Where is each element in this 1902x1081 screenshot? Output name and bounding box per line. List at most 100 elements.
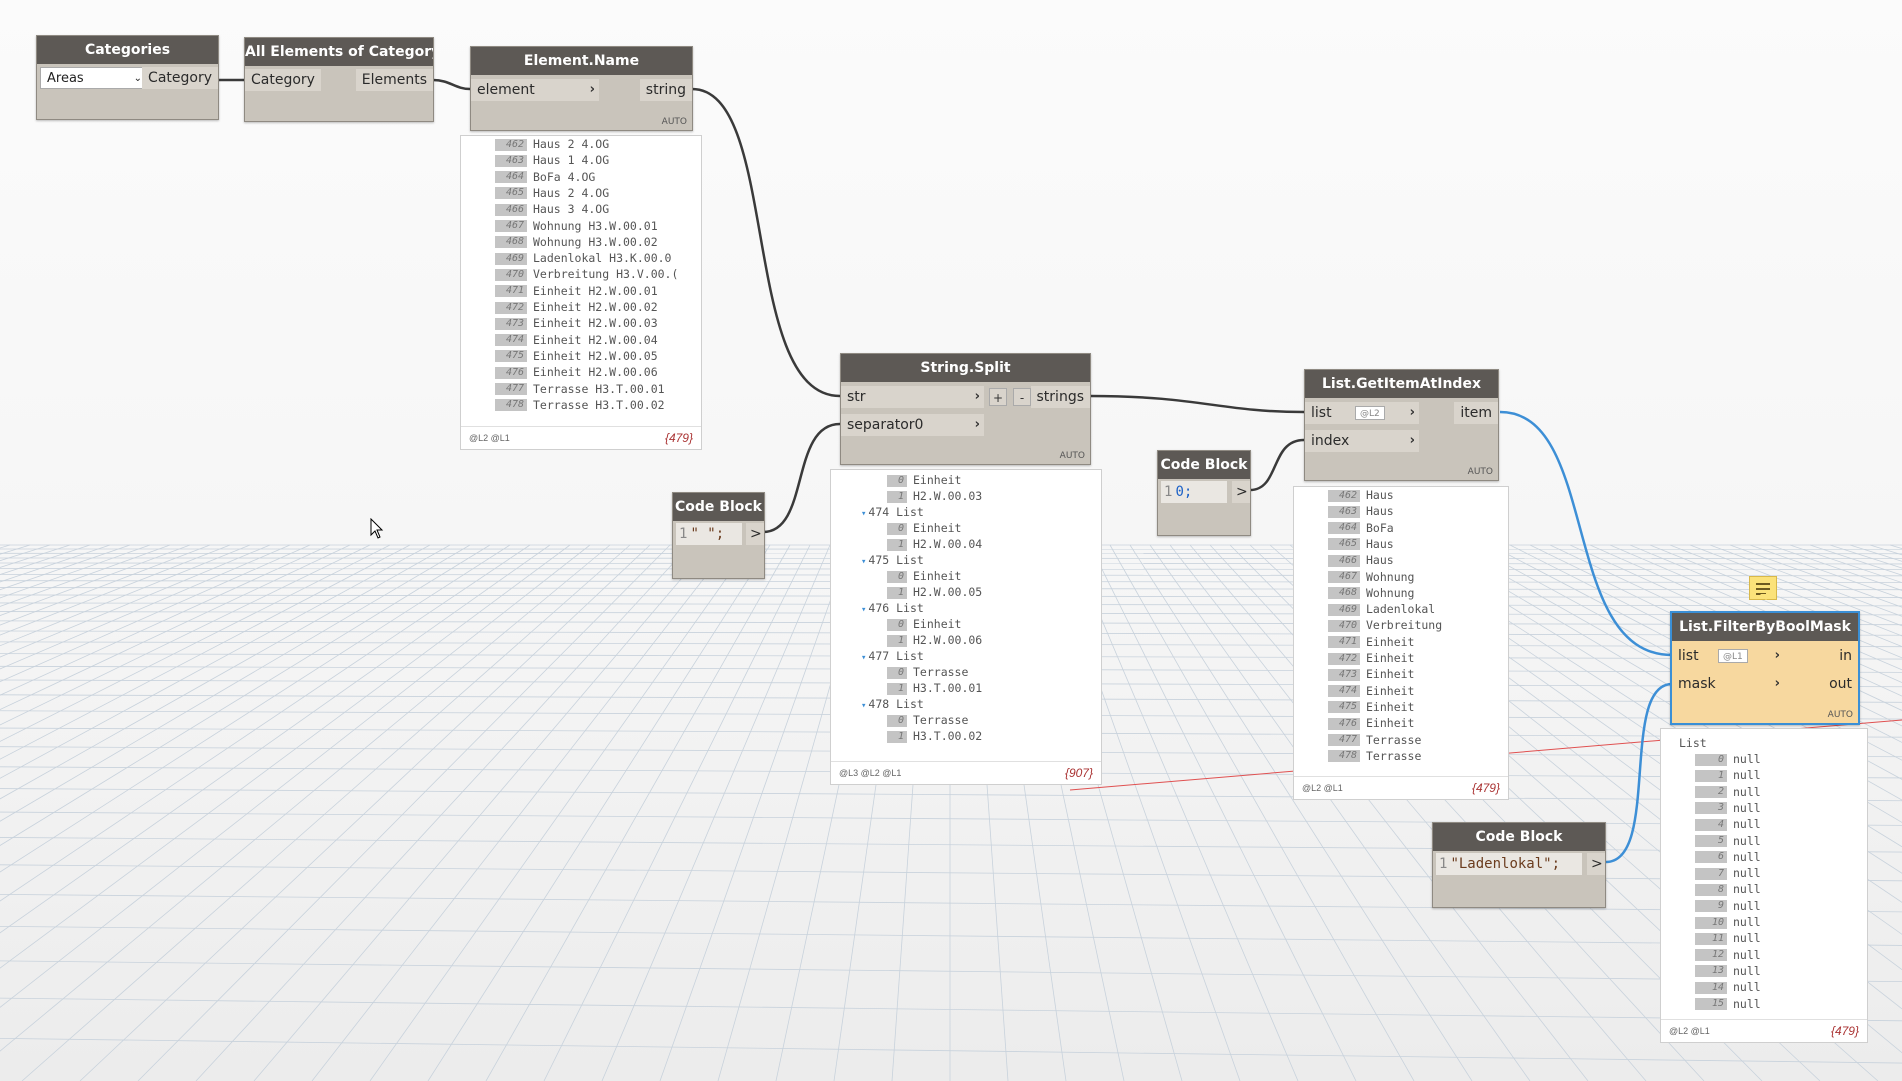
- output-port[interactable]: >: [746, 523, 764, 545]
- output-port-category[interactable]: Category: [142, 67, 218, 89]
- lacing-selector[interactable]: @L2: [1355, 406, 1385, 420]
- collapse-triangle-icon[interactable]: ▾: [861, 557, 867, 567]
- code-editor[interactable]: 1" ";: [676, 523, 742, 545]
- code-editor[interactable]: 1"Ladenlokal";: [1436, 853, 1582, 875]
- all-elements-node[interactable]: All Elements of Category Category Elemen…: [244, 37, 434, 122]
- lacing-label: AUTO: [1467, 467, 1493, 477]
- add-input-button[interactable]: +: [989, 388, 1007, 406]
- item-index: 3: [1695, 802, 1727, 815]
- item-index: 468: [1328, 587, 1360, 600]
- list-item: 462 Haus: [1328, 487, 1394, 503]
- item-value: Haus 2 4.OG: [533, 185, 610, 200]
- input-port-mask[interactable]: mask ›: [1672, 673, 1784, 695]
- output-port-string[interactable]: string: [639, 79, 692, 101]
- output-port-out[interactable]: out: [1823, 673, 1858, 695]
- input-port-category[interactable]: Category: [245, 69, 321, 91]
- input-port-separator0[interactable]: separator0 ›: [841, 414, 984, 436]
- input-port-list[interactable]: list @L2 ›: [1305, 402, 1419, 424]
- output-port-in[interactable]: in: [1833, 645, 1858, 667]
- element-name-node[interactable]: Element.Name element › string AUTO: [470, 46, 693, 131]
- string-split-node[interactable]: String.Split str › separator0 › + - stri…: [840, 353, 1091, 465]
- item-value: null: [1733, 817, 1761, 832]
- collapse-triangle-icon[interactable]: ▾: [861, 509, 867, 519]
- item-index: 473: [1328, 668, 1360, 681]
- list-getitem-node[interactable]: List.GetItemAtIndex list @L2 › index › i…: [1304, 369, 1499, 481]
- item-count: {479}: [664, 431, 693, 445]
- item-value: null: [1733, 996, 1761, 1011]
- item-value: Terrasse H3.T.00.01: [533, 381, 665, 396]
- item-value: H2.W.00.06: [913, 633, 983, 647]
- output-port[interactable]: >: [1587, 853, 1605, 875]
- lacing-label: AUTO: [661, 117, 687, 127]
- item-value: Terrasse: [1366, 732, 1422, 747]
- categories-node[interactable]: Categories Areas ⌄ Category: [36, 35, 219, 120]
- item-index: 462: [1328, 489, 1360, 502]
- item-index: 15: [1695, 998, 1727, 1010]
- input-port-element[interactable]: element ›: [471, 79, 599, 101]
- collapse-triangle-icon[interactable]: ▾: [861, 605, 867, 615]
- item-value: Einheit H2.W.00.04: [533, 332, 658, 347]
- code-block-separator-node[interactable]: Code Block 1" "; >: [672, 492, 765, 579]
- note-icon[interactable]: [1749, 576, 1777, 600]
- input-port-list[interactable]: list @L1 ›: [1672, 645, 1784, 667]
- item-value: Verbreitung: [1366, 618, 1443, 633]
- item-value: Ladenlokal: [1366, 602, 1436, 617]
- item-value: Einheit H2.W.00.02: [533, 300, 658, 314]
- input-port-str[interactable]: str ›: [841, 386, 984, 408]
- output-port-item[interactable]: item: [1454, 402, 1498, 424]
- output-port-strings[interactable]: strings: [1030, 386, 1090, 408]
- sublist-header: ▾477 List: [861, 648, 924, 664]
- item-index: 471: [1328, 636, 1360, 649]
- item-value: null: [1733, 768, 1761, 783]
- item-index: 476: [495, 366, 527, 379]
- input-port-index[interactable]: index ›: [1305, 430, 1419, 452]
- filter-by-bool-mask-node[interactable]: List.FilterByBoolMask list @L1 › mask › …: [1670, 611, 1860, 725]
- collapse-triangle-icon[interactable]: ▾: [861, 701, 867, 711]
- item-value: Haus: [1366, 488, 1394, 502]
- item-value: BoFa: [1366, 520, 1394, 535]
- sublist-header: ▾476 List: [861, 600, 924, 616]
- code-block-ladenlokal-node[interactable]: Code Block 1"Ladenlokal"; >: [1432, 822, 1606, 908]
- item-value: Wohnung H3.W.00.01: [533, 218, 658, 233]
- collapse-triangle-icon[interactable]: ▾: [861, 653, 867, 663]
- lacing-selector[interactable]: @L1: [1718, 649, 1748, 663]
- output-port-elements[interactable]: Elements: [355, 69, 433, 91]
- item-index: 5: [1695, 835, 1727, 847]
- preview-footer: @L2 @L1 {479}: [1661, 1019, 1867, 1042]
- item-value: Terrasse: [1366, 748, 1422, 763]
- item-index: 0: [887, 522, 907, 535]
- item-index: 478: [495, 399, 527, 412]
- item-index: 1: [887, 490, 907, 503]
- category-dropdown[interactable]: Areas ⌄: [40, 67, 148, 89]
- item-index: 1: [887, 682, 907, 695]
- item-index: 14: [1695, 981, 1727, 994]
- node-title: Element.Name: [471, 47, 692, 75]
- remove-input-button[interactable]: -: [1013, 388, 1031, 406]
- item-index: 13: [1695, 965, 1727, 978]
- output-port[interactable]: >: [1232, 481, 1250, 503]
